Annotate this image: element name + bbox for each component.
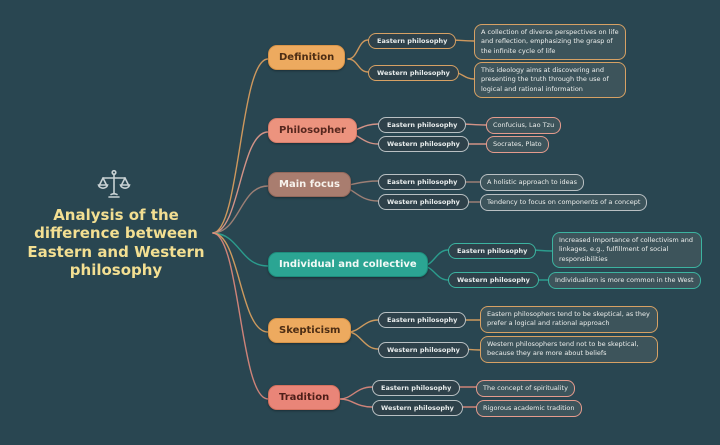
tradition-western-node[interactable]: Western philosophy: [372, 400, 463, 416]
topic-tradition[interactable]: Tradition: [268, 385, 341, 410]
connector: [212, 232, 269, 267]
tradition-eastern-desc[interactable]: The concept of spirituality: [476, 380, 575, 398]
tradition-western-desc[interactable]: Rigorous academic tradition: [476, 400, 582, 418]
skepticism-western-node[interactable]: Western philosophy: [378, 342, 469, 358]
connector: [212, 232, 269, 400]
connector: [339, 398, 373, 408]
connector: [347, 319, 379, 333]
topic-main-focus[interactable]: Main focus: [268, 172, 351, 197]
individual-western-node[interactable]: Western philosophy: [448, 272, 539, 288]
tradition-eastern-node[interactable]: Eastern philosophy: [372, 380, 461, 396]
main-focus-eastern-desc[interactable]: A holistic approach to ideas: [480, 174, 584, 192]
topic-philosopher[interactable]: Philosopher: [268, 118, 357, 143]
connector: [347, 58, 369, 73]
topic-definition[interactable]: Definition: [268, 45, 346, 70]
definition-western-desc[interactable]: This ideology aims at discovering and pr…: [474, 62, 626, 99]
individual-eastern-node[interactable]: Eastern philosophy: [448, 243, 537, 259]
scales-icon: [96, 168, 132, 204]
main-focus-western-desc[interactable]: Tendency to focus on components of a con…: [480, 194, 648, 212]
philosopher-western-desc[interactable]: Socrates, Plato: [486, 136, 549, 154]
skepticism-eastern-desc[interactable]: Eastern philosophers tend to be skeptica…: [480, 306, 658, 333]
main-focus-eastern-node[interactable]: Eastern philosophy: [378, 174, 467, 190]
topic-skepticism[interactable]: Skepticism: [268, 318, 352, 343]
definition-eastern-node[interactable]: Eastern philosophy: [368, 33, 457, 49]
connector: [212, 131, 269, 234]
skepticism-western-desc[interactable]: Western philosophers tend not to be skep…: [480, 336, 658, 363]
connector: [347, 331, 379, 350]
individual-eastern-desc[interactable]: Increased importance of collectivism and…: [552, 232, 702, 269]
connector: [347, 39, 369, 60]
philosopher-western-node[interactable]: Western philosophy: [378, 136, 469, 152]
connector: [212, 185, 269, 234]
connector: [339, 386, 373, 400]
topic-individual-collective[interactable]: Individual and collective: [268, 252, 428, 277]
connector: [212, 58, 269, 234]
philosopher-eastern-desc[interactable]: Confucius, Lao Tzu: [486, 117, 562, 135]
definition-eastern-desc[interactable]: A collection of diverse perspectives on …: [474, 24, 626, 61]
connector: [212, 232, 269, 333]
main-focus-western-node[interactable]: Western philosophy: [378, 194, 469, 210]
philosopher-eastern-node[interactable]: Eastern philosophy: [378, 117, 467, 133]
individual-western-desc[interactable]: Individualism is more common in the West: [548, 272, 701, 290]
central-topic[interactable]: Analysis of the difference between Easte…: [27, 206, 205, 279]
skepticism-eastern-node[interactable]: Eastern philosophy: [378, 312, 467, 328]
definition-western-node[interactable]: Western philosophy: [368, 65, 459, 81]
